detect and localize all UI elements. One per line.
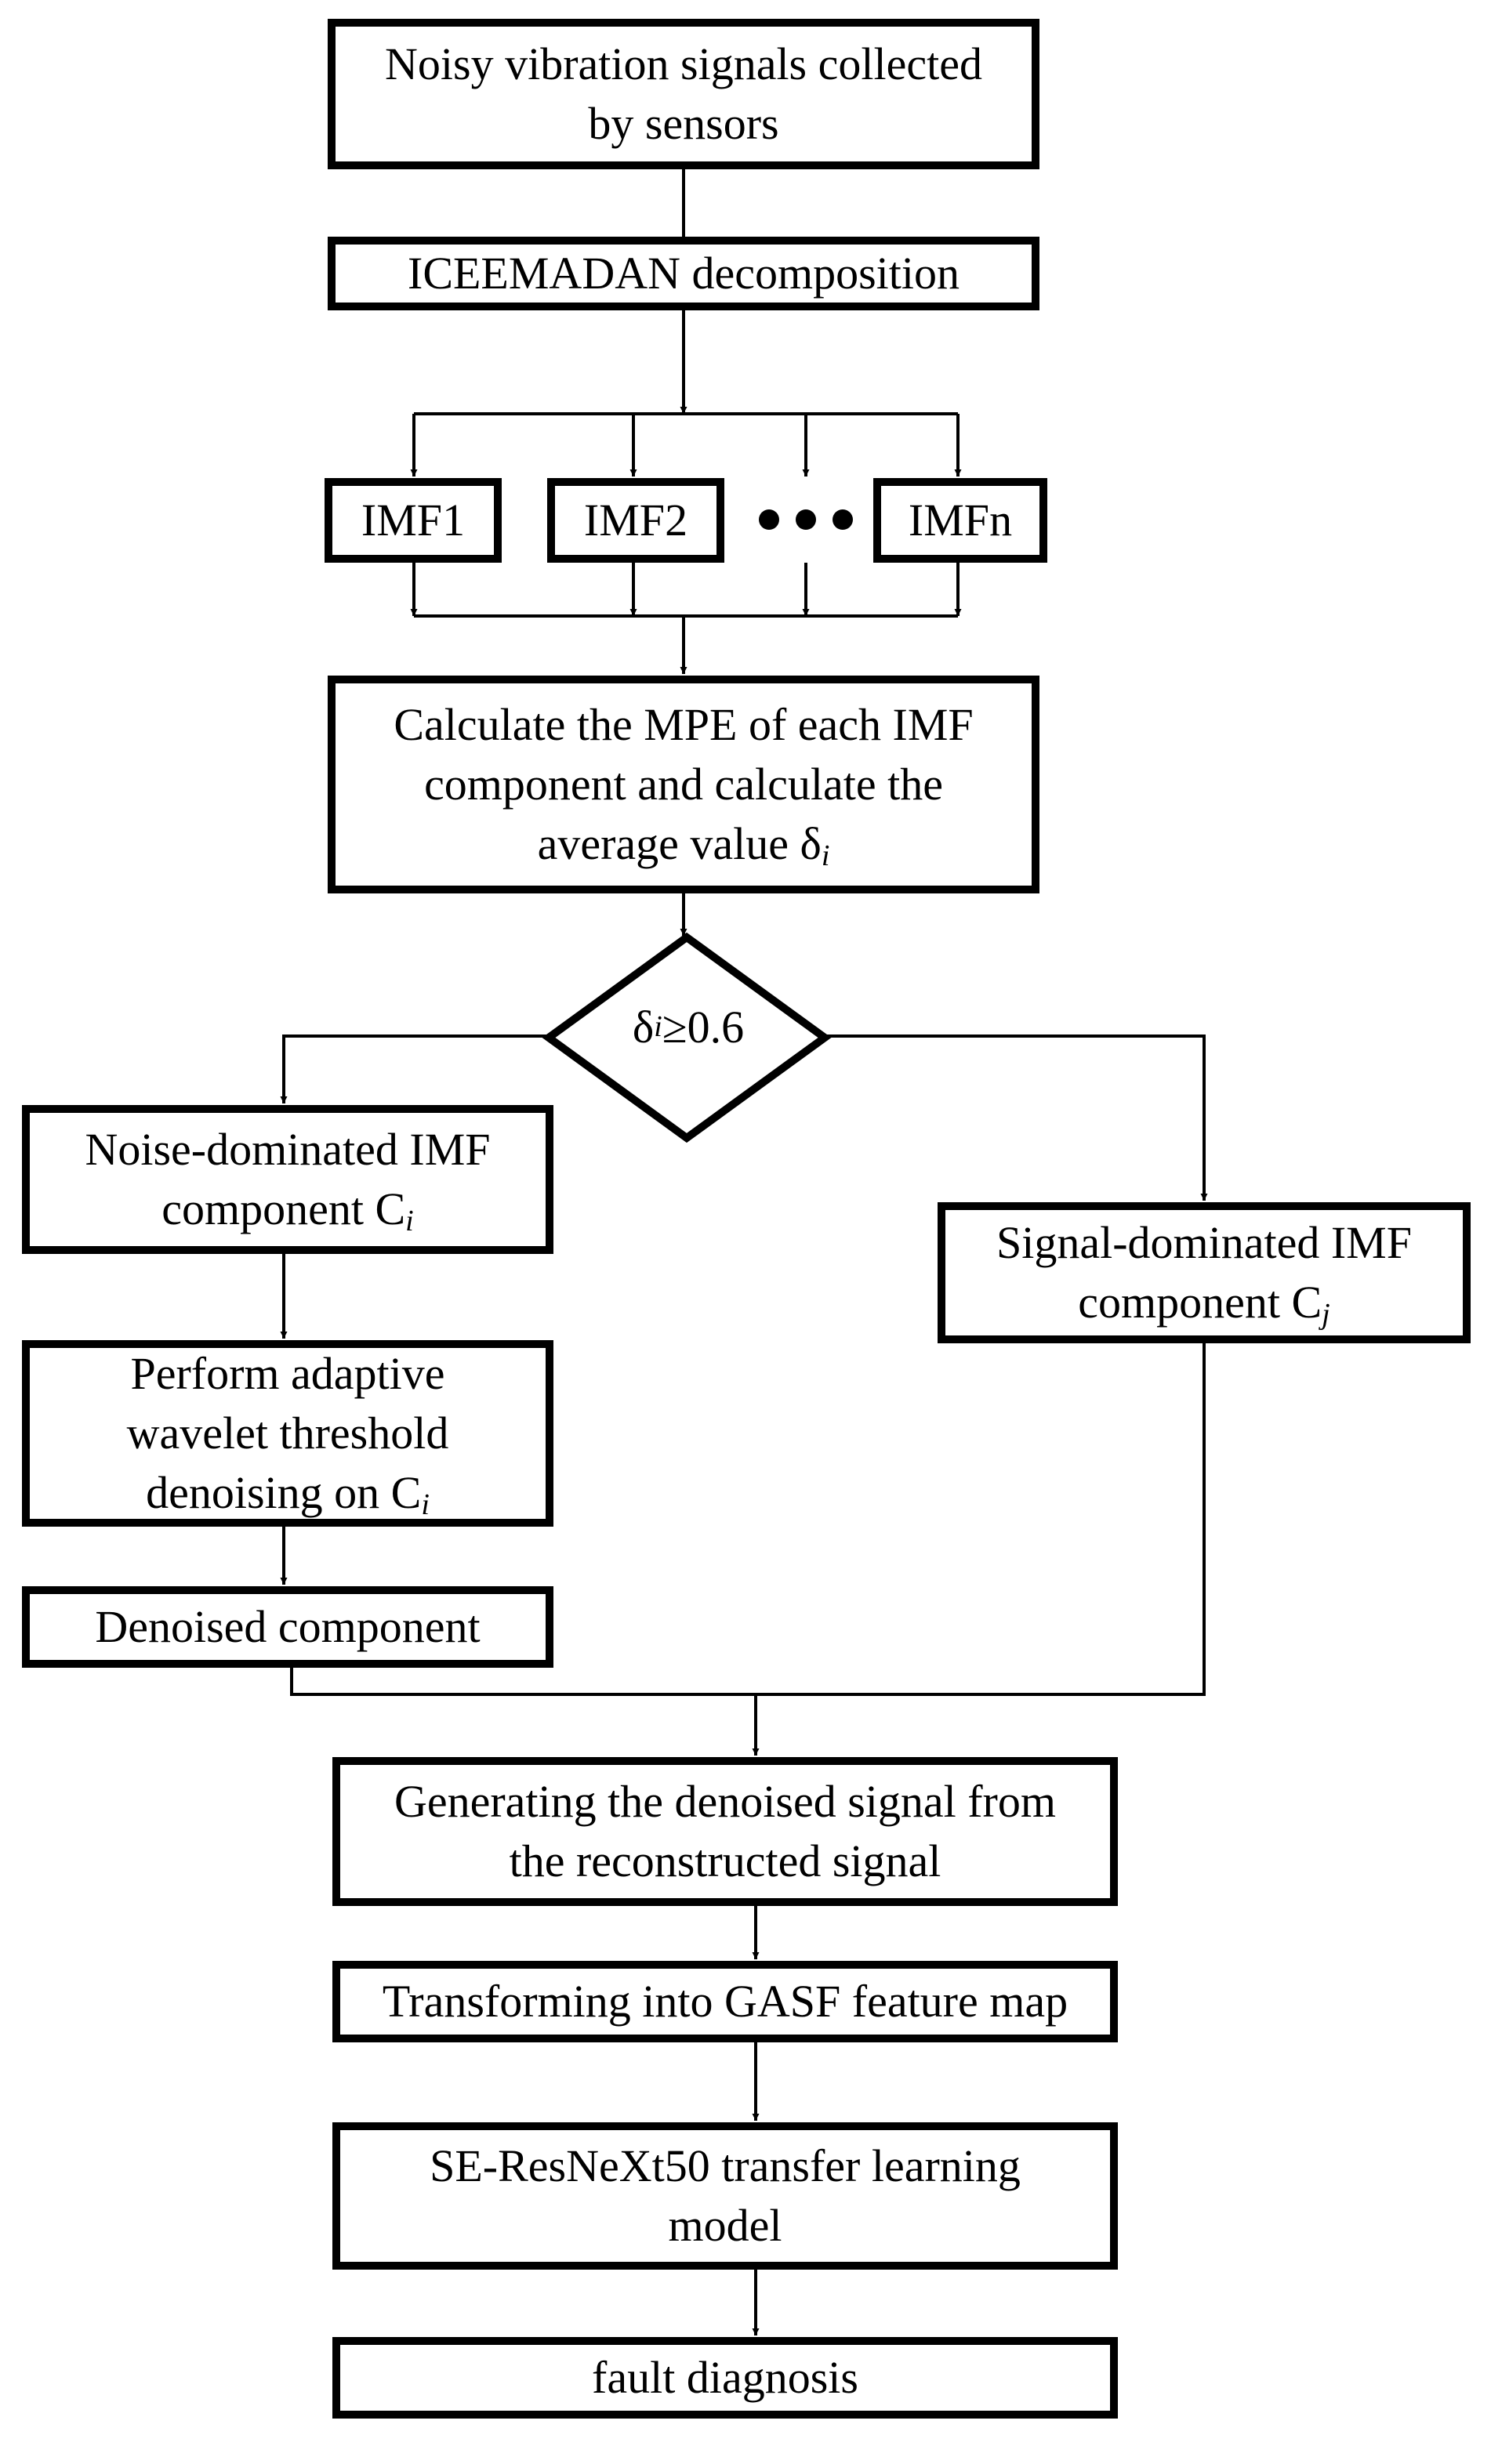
noise-dominated-box: Noise-dominated IMF component Ci <box>22 1105 553 1254</box>
model-label: SE-ResNeXt50 transfer learning model <box>430 2140 1021 2251</box>
model-box: SE-ResNeXt50 transfer learning model <box>332 2122 1118 2270</box>
connector-denoised-merge <box>290 1343 1206 1696</box>
signal-label: Signal-dominated IMF component C <box>996 1217 1412 1328</box>
wavelet-subscript: i <box>421 1488 430 1521</box>
signal-subscript: j <box>1322 1298 1330 1331</box>
denoised-label: Denoised component <box>95 1601 481 1652</box>
decision-diamond <box>542 932 832 1143</box>
arrow-decision-to-noise <box>280 1035 550 1103</box>
wavelet-label: Perform adaptive wavelet threshold denoi… <box>126 1348 449 1518</box>
signal-dominated-box: Signal-dominated IMF component Cj <box>938 1202 1471 1343</box>
denoised-component-box: Denoised component <box>22 1586 553 1668</box>
mpe-calculation-box: Calculate the MPE of each IMF component … <box>328 676 1039 893</box>
noise-label: Noise-dominated IMF component C <box>85 1124 491 1234</box>
generate-signal-box: Generating the denoised signal from the … <box>332 1757 1118 1906</box>
imfn-box: IMFn <box>873 478 1047 563</box>
gasf-transform-box: Transforming into GASF feature map <box>332 1961 1118 2042</box>
imf1-box: IMF1 <box>325 478 502 563</box>
fault-label: fault diagnosis <box>592 2352 858 2403</box>
wavelet-denoising-box: Perform adaptive wavelet threshold denoi… <box>22 1340 553 1527</box>
mpe-subscript: i <box>821 839 830 872</box>
input-signals-label: Noisy vibration signals collected by sen… <box>385 38 982 149</box>
iceemadan-label: ICEEMADAN decomposition <box>408 248 960 299</box>
noise-subscript: i <box>405 1205 414 1237</box>
mpe-label: Calculate the MPE of each IMF component … <box>394 699 974 869</box>
ellipsis-icon <box>759 492 853 547</box>
input-signals-box: Noisy vibration signals collected by sen… <box>328 19 1039 169</box>
arrow-decision-to-signal <box>823 1035 1208 1201</box>
imf2-box: IMF2 <box>547 478 724 563</box>
fault-diagnosis-box: fault diagnosis <box>332 2337 1118 2419</box>
imf2-label: IMF2 <box>583 495 688 545</box>
iceemadan-decomposition-box: ICEEMADAN decomposition <box>328 237 1039 310</box>
gasf-label: Transforming into GASF feature map <box>382 1976 1068 2027</box>
imfn-label: IMFn <box>908 495 1013 545</box>
imf1-label: IMF1 <box>361 495 466 545</box>
generate-label: Generating the denoised signal from the … <box>394 1776 1056 1886</box>
